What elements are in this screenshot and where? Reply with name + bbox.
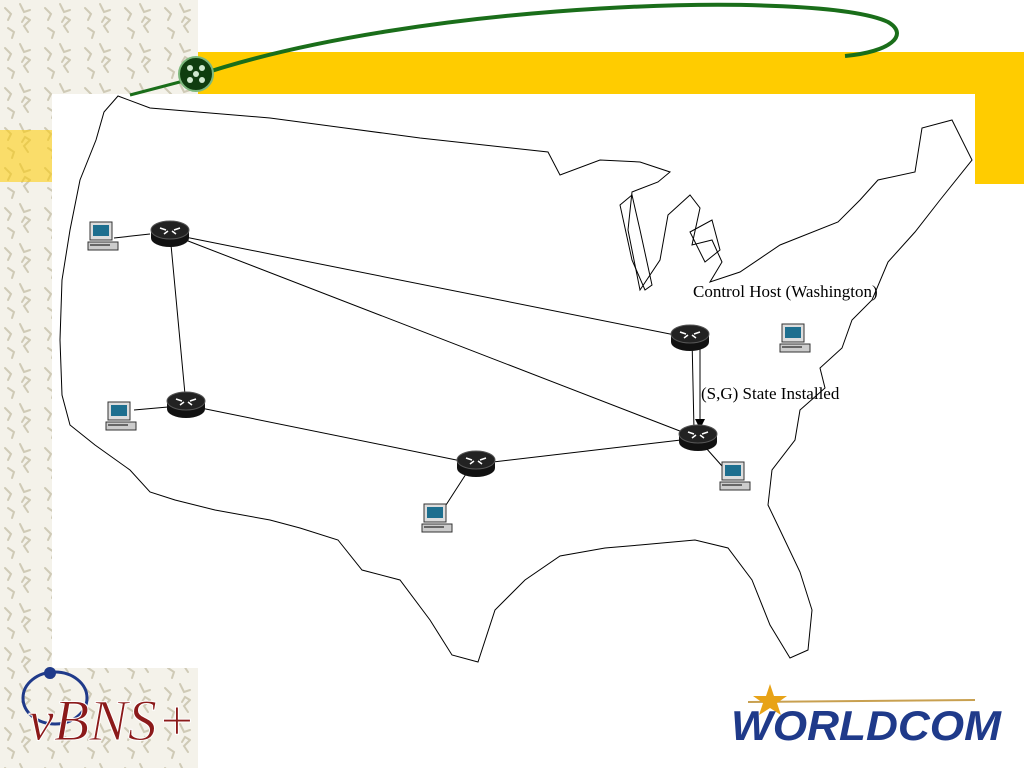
link-seattle-host [113,233,151,239]
computer-host-icon [779,323,811,353]
router-icon [456,450,496,477]
link-houston-host [445,473,467,506]
router-icon [678,424,718,451]
worldcom-logo-text: WORLDCOM [731,702,1002,749]
link-chicago-atlanta [691,337,695,431]
us-map-outline [59,95,973,663]
vbns-logo-text: vBNS+ [28,688,196,753]
link-seattle-chicago [169,233,691,339]
computer-host-icon [105,401,137,431]
computer-host-icon [719,461,751,491]
router-icon [166,391,206,418]
star-icon [753,684,787,715]
link-atlanta-host [705,447,723,467]
orbit-line [195,2,899,78]
link-seattle-denver [169,233,187,406]
vbns-logo: vBNS+ [21,667,197,754]
worldcom-logo: WORLDCOM [731,684,1002,749]
decorative-pattern-left [0,0,52,768]
router-icon [150,220,190,247]
computer-host-icon [87,221,119,251]
router-icon [670,324,710,351]
map-panel [52,94,974,668]
link-denver-houston [185,404,477,465]
great-lakes [619,194,721,291]
network-links [113,233,723,506]
link-denver-host [133,406,169,411]
link-houston-atlanta [475,437,699,465]
control-host-label: Control Host (Washington) [693,282,878,301]
accent-bar [0,52,1024,184]
network-globe-icon [178,56,214,92]
state-installed-label: (S,G) State Installed [701,384,840,403]
link-seattle-atlanta [169,233,699,439]
decorative-pattern-top [52,0,198,95]
computer-host-icon [421,503,453,533]
